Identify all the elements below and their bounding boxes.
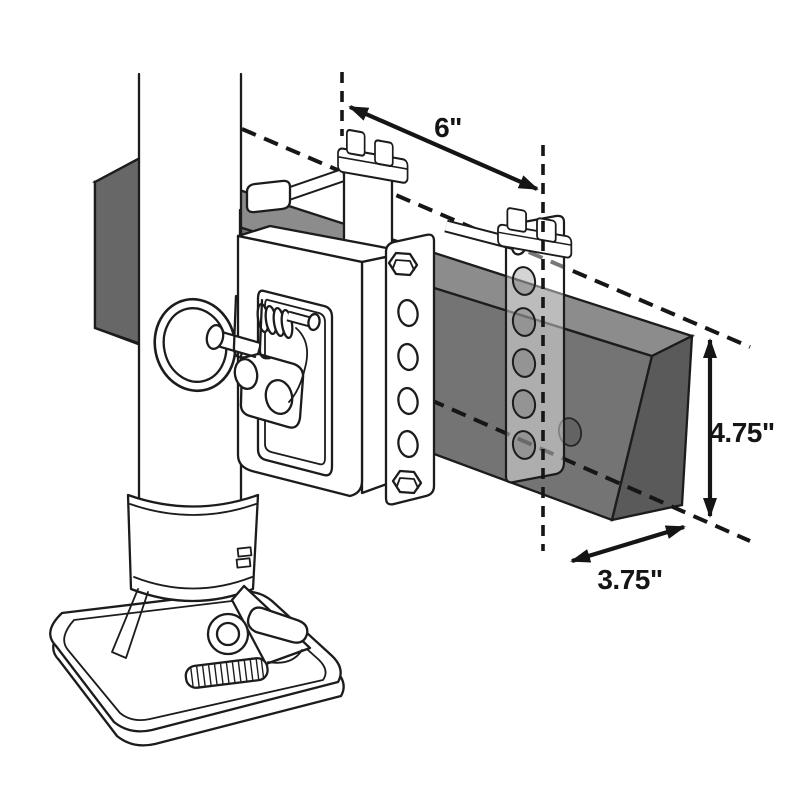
rod-slot-tab: [245, 179, 292, 214]
dimension-height-label: 4.75": [709, 417, 774, 448]
tube-detail-mark: [236, 546, 253, 558]
dimension-depth-label: 3.75": [597, 564, 662, 595]
extension-line-bottom: [407, 388, 751, 543]
clamp-left-tooth: [346, 129, 366, 157]
dimension-width-label: 6": [434, 112, 462, 143]
foot-handle-loop: [246, 606, 309, 644]
hex-bolt-bottom: [391, 469, 423, 495]
foot-spring: [184, 657, 269, 689]
flange-holes: [397, 298, 419, 459]
dimension-depth: 3.75": [570, 524, 686, 595]
tube-detail-mark: [235, 557, 252, 569]
housing-recess-outer: [256, 289, 334, 477]
hex-bolt-top: [387, 251, 419, 277]
jack-inner-tube: [137, 72, 243, 502]
dimension-width: 6": [348, 105, 539, 191]
latch-plate-hole: [233, 358, 259, 390]
rear-plate-holes: [511, 266, 537, 460]
foot-strut: [111, 588, 149, 659]
pin-keeper-strap: [232, 294, 308, 403]
left-mounting-rod: [238, 159, 362, 254]
housing-recess-inner: [264, 298, 326, 466]
beam-right-end-face: [610, 334, 694, 522]
clamp-right-tooth: [536, 217, 557, 243]
jack-outer-tube: [126, 493, 260, 603]
foot-plate-details: [111, 584, 312, 689]
dimension-width-arrow: [348, 105, 539, 191]
beam-left-end-face: [93, 156, 143, 346]
dimensions: 6" 4.75" 3.75": [348, 105, 775, 595]
foot-plate-top: [49, 590, 342, 733]
pin-spring: [256, 302, 321, 340]
pull-pin-head: [205, 323, 225, 351]
dimension-height: 4.75": [703, 338, 775, 518]
pull-pin: [153, 294, 308, 403]
clamp-right-tooth: [506, 207, 527, 233]
clamp-left-tooth: [374, 139, 394, 168]
adjustment-flange: [384, 233, 436, 506]
latch-plate-hole: [264, 379, 294, 415]
dimension-depth-arrow: [570, 524, 686, 564]
rear-bracket-plate: [444, 207, 573, 484]
clamp-left: [337, 129, 409, 259]
